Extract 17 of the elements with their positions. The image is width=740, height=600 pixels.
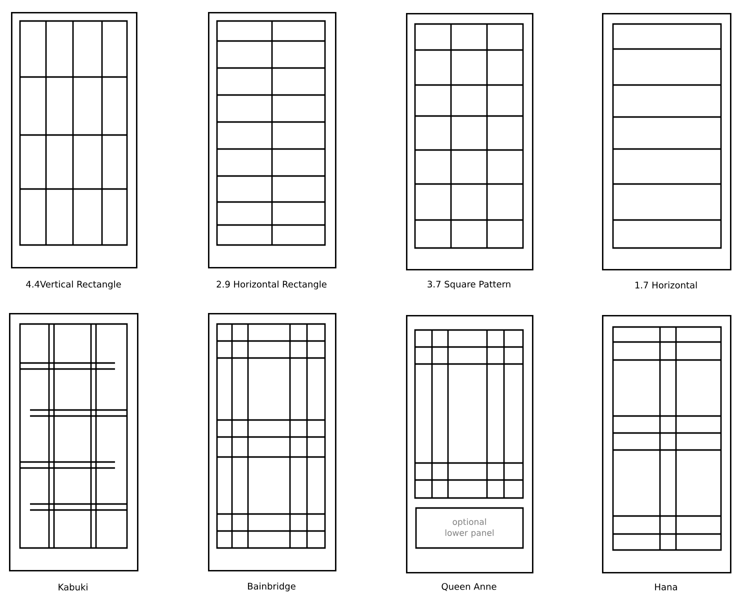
door-caption: 1.7 Horizontal <box>635 282 697 288</box>
door-frame <box>208 313 336 572</box>
door-frame <box>208 12 336 268</box>
door-caption: Kabuki <box>58 584 88 590</box>
door-frame <box>11 12 138 268</box>
door-frame <box>602 315 732 574</box>
door-frame <box>9 313 138 572</box>
door-frame <box>406 13 534 270</box>
door-caption: Hana <box>655 584 677 590</box>
door-caption: 3.7 Square Pattern <box>428 280 510 290</box>
door-frame <box>406 315 534 574</box>
door-caption: Queen Anne <box>442 583 496 591</box>
door-frame <box>602 13 732 270</box>
door-caption: 2.9 Horizontal Rectangle <box>216 280 326 290</box>
door-caption: Bainbridge <box>248 582 296 592</box>
door-caption: 4.4Vertical Rectangle <box>26 280 121 290</box>
lower-panel-box: optional lower panel <box>415 507 524 549</box>
